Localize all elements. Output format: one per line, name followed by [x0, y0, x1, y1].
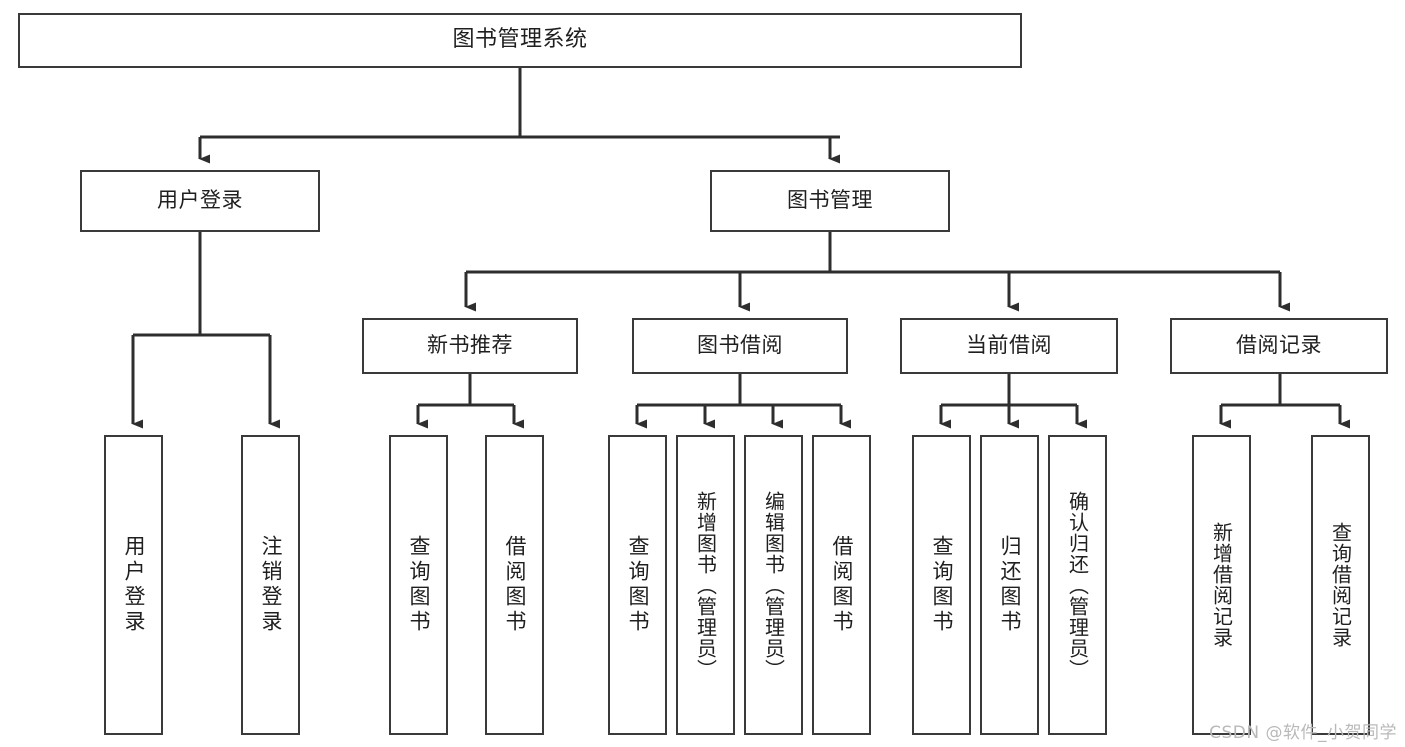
- node-label: 借阅图书: [503, 535, 527, 635]
- node-leaf-logout[interactable]: 注销登录: [241, 435, 300, 735]
- node-label: 查询图书: [930, 535, 954, 635]
- node-label: 确认归还（管理员）: [1065, 490, 1090, 680]
- node-user-login[interactable]: 用户登录: [80, 170, 320, 232]
- node-label: 归还图书: [998, 535, 1022, 635]
- node-leaf-borrow-book-recommend[interactable]: 借阅图书: [485, 435, 544, 735]
- node-leaf-confirm-return-admin[interactable]: 确认归还（管理员）: [1048, 435, 1107, 735]
- node-label: 图书借阅: [697, 333, 783, 358]
- node-label: 查询借阅记录: [1328, 522, 1353, 648]
- node-leaf-query-book-current[interactable]: 查询图书: [912, 435, 971, 735]
- node-label: 编辑图书（管理员）: [761, 490, 786, 680]
- node-book-borrow[interactable]: 图书借阅: [632, 318, 848, 374]
- node-leaf-borrow-book[interactable]: 借阅图书: [812, 435, 871, 735]
- node-leaf-add-borrow-record[interactable]: 新增借阅记录: [1192, 435, 1251, 735]
- csdn-watermark: CSDN @软件_小贺同学: [1209, 723, 1397, 743]
- node-label: 借阅记录: [1236, 333, 1322, 358]
- node-label: 新书推荐: [427, 333, 513, 358]
- node-book-management[interactable]: 图书管理: [710, 170, 950, 232]
- node-borrow-record[interactable]: 借阅记录: [1170, 318, 1388, 374]
- node-root-library-system[interactable]: 图书管理系统: [18, 13, 1022, 68]
- node-label: 借阅图书: [830, 535, 854, 635]
- node-leaf-add-book-admin[interactable]: 新增图书（管理员）: [676, 435, 735, 735]
- node-label: 用户登录: [157, 188, 243, 213]
- node-leaf-query-borrow-record[interactable]: 查询借阅记录: [1311, 435, 1370, 735]
- node-label: 用户登录: [122, 535, 146, 635]
- node-new-book-recommend[interactable]: 新书推荐: [362, 318, 578, 374]
- node-leaf-query-book-borrow[interactable]: 查询图书: [608, 435, 667, 735]
- node-label: 新增图书（管理员）: [693, 490, 718, 680]
- node-label: 新增借阅记录: [1209, 522, 1234, 648]
- node-leaf-edit-book-admin[interactable]: 编辑图书（管理员）: [744, 435, 803, 735]
- node-label: 查询图书: [626, 535, 650, 635]
- node-label: 注销登录: [259, 535, 283, 635]
- node-leaf-query-book-recommend[interactable]: 查询图书: [389, 435, 448, 735]
- node-leaf-return-book[interactable]: 归还图书: [980, 435, 1039, 735]
- node-label: 查询图书: [407, 535, 431, 635]
- node-label: 图书管理系统: [452, 27, 588, 53]
- node-current-borrow[interactable]: 当前借阅: [900, 318, 1118, 374]
- node-leaf-user-login[interactable]: 用户登录: [104, 435, 163, 735]
- node-label: 图书管理: [787, 188, 873, 213]
- node-label: 当前借阅: [966, 333, 1052, 358]
